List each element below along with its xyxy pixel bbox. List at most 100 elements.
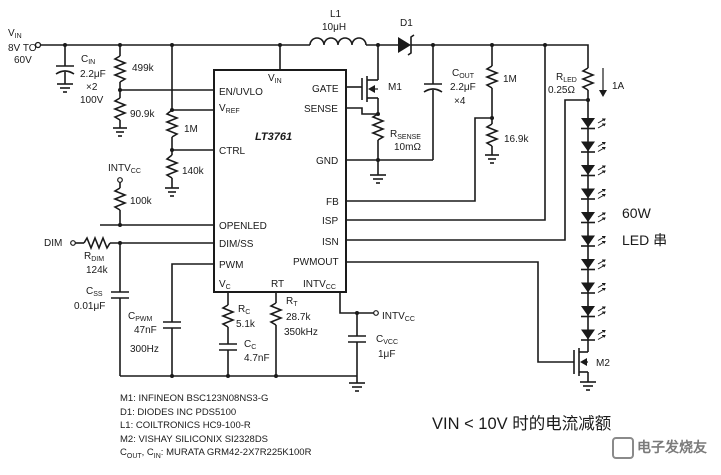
resistor-140k xyxy=(164,154,180,197)
led-diode xyxy=(581,259,606,271)
inductor-l1 xyxy=(309,37,367,46)
mosfet-m2 xyxy=(573,348,596,391)
led-diode xyxy=(581,282,606,294)
vin-label: VIN xyxy=(8,28,22,40)
rled-label: RLED xyxy=(556,72,577,84)
vin-range-2: 60V xyxy=(14,55,32,66)
watermark-logo: 电子发烧友 xyxy=(612,437,707,459)
cvcc-label: CVCC xyxy=(376,334,398,346)
m1-label: M1 xyxy=(388,82,402,93)
bom-m2: M2: VISHAY SILICONIX SI2328DS xyxy=(120,433,269,445)
rc-label: RC xyxy=(238,304,250,316)
l1-value: 10μH xyxy=(322,22,346,33)
pin-dim-ss: DIM/SS xyxy=(219,239,254,250)
cout-value-1: 2.2μF xyxy=(450,82,476,93)
capacitor-cc xyxy=(219,343,237,376)
css-label: CSS xyxy=(86,286,103,298)
m2-label: M2 xyxy=(596,358,610,369)
vin-range-1: 8V TO xyxy=(8,43,37,54)
led-power-label: 60W xyxy=(622,205,652,221)
rt-value: 28.7k xyxy=(286,312,311,323)
mosfet-m1 xyxy=(346,45,379,114)
r90-9k-value: 90.9k xyxy=(130,109,155,120)
rt-frequency: 350kHz xyxy=(284,327,318,338)
pin-intvcc: INTVCC xyxy=(303,279,336,291)
led-diode xyxy=(581,141,606,153)
bill-of-materials: M1: INFINEON BSC123N08NS3-G D1: DIODES I… xyxy=(120,392,311,464)
bottom-ground-bus xyxy=(120,374,365,392)
bom-d1: D1: DIODES INC PDS5100 xyxy=(120,406,237,418)
cvcc-value: 1μF xyxy=(378,349,395,360)
d1-label: D1 xyxy=(400,18,413,29)
resistor-rsense xyxy=(346,107,433,184)
r1m-left-value: 1M xyxy=(184,124,198,135)
pin-isn: ISN xyxy=(322,237,339,248)
lt3761-ic xyxy=(213,69,347,293)
led-string xyxy=(581,118,606,341)
r499k-value: 499k xyxy=(132,63,155,74)
led-diode xyxy=(581,188,606,200)
watermark-icon xyxy=(612,437,634,459)
pin-pwmout: PWMOUT xyxy=(293,257,339,268)
rc-value: 5.1k xyxy=(236,319,256,330)
cc-label: CC xyxy=(244,339,256,351)
r16-9k-value: 16.9k xyxy=(504,134,529,145)
pin-en-uvlo: EN/UVLO xyxy=(219,87,263,98)
intvcc-left-label: INTVCC xyxy=(108,163,141,175)
resistor-90-9k xyxy=(112,97,128,137)
intvcc-right-label: INTVCC xyxy=(382,311,415,323)
rsense-value: 10mΩ xyxy=(394,142,421,153)
pin-sense: SENSE xyxy=(304,104,338,115)
resistor-499k xyxy=(112,45,214,98)
resistor-rdim xyxy=(70,235,214,251)
resistor-rt xyxy=(268,292,284,376)
resistor-16-9k xyxy=(484,118,500,164)
pin-gate: GATE xyxy=(312,84,339,95)
led-diode xyxy=(581,329,606,341)
resistor-1m-right xyxy=(484,45,500,120)
watermark-text: 电子发烧友 xyxy=(637,440,707,456)
cc-value: 4.7nF xyxy=(244,353,270,364)
sense-routing xyxy=(346,45,588,363)
cpwm-frequency: 300Hz xyxy=(130,344,159,355)
cpwm-value: 47nF xyxy=(134,325,157,336)
cin-label: CIN xyxy=(81,54,95,66)
capacitor-cout xyxy=(423,45,443,160)
l1-label: L1 xyxy=(330,9,342,20)
resistor-rled xyxy=(580,67,607,112)
cout-label: COUT xyxy=(452,68,475,80)
resistor-100k xyxy=(112,177,128,227)
pin-vin: VIN xyxy=(268,73,282,85)
pin-isp: ISP xyxy=(322,216,338,227)
pin-fb: FB xyxy=(326,197,339,208)
capacitor-css xyxy=(111,243,129,376)
bom-m1: M1: INFINEON BSC123N08NS3-G xyxy=(120,393,269,404)
cin-value-3: 100V xyxy=(80,95,104,106)
r140k-value: 140k xyxy=(182,166,205,177)
capacitor-cvcc xyxy=(339,292,379,376)
resistor-1m-left xyxy=(164,45,214,155)
pin-openled: OPENLED xyxy=(219,221,267,232)
resistor-rc xyxy=(220,292,236,344)
cout-value-2: ×4 xyxy=(454,96,466,107)
pin-pwm: PWM xyxy=(219,260,243,271)
r100k-value: 100k xyxy=(130,196,153,207)
pin-gnd: GND xyxy=(316,156,338,167)
led-diode xyxy=(581,118,606,130)
rled-value: 0.25Ω xyxy=(548,85,575,96)
dim-label: DIM xyxy=(44,238,62,249)
capacitor-cin xyxy=(55,45,75,93)
pin-rt: RT xyxy=(271,279,284,290)
css-value: 0.01μF xyxy=(74,301,105,312)
pin-vc: VC xyxy=(219,279,231,291)
rdim-label: RDIM xyxy=(84,251,104,263)
rdim-value: 124k xyxy=(86,265,109,276)
led-diode xyxy=(581,165,606,177)
capacitor-cpwm xyxy=(163,263,214,376)
led-string-label: LED 串 xyxy=(622,232,667,248)
pin-vref: VREF xyxy=(219,103,240,115)
figure-caption: VIN < 10V 时的电流减额 xyxy=(432,415,612,433)
led-diode xyxy=(581,212,606,224)
pin-ctrl: CTRL xyxy=(219,146,246,157)
